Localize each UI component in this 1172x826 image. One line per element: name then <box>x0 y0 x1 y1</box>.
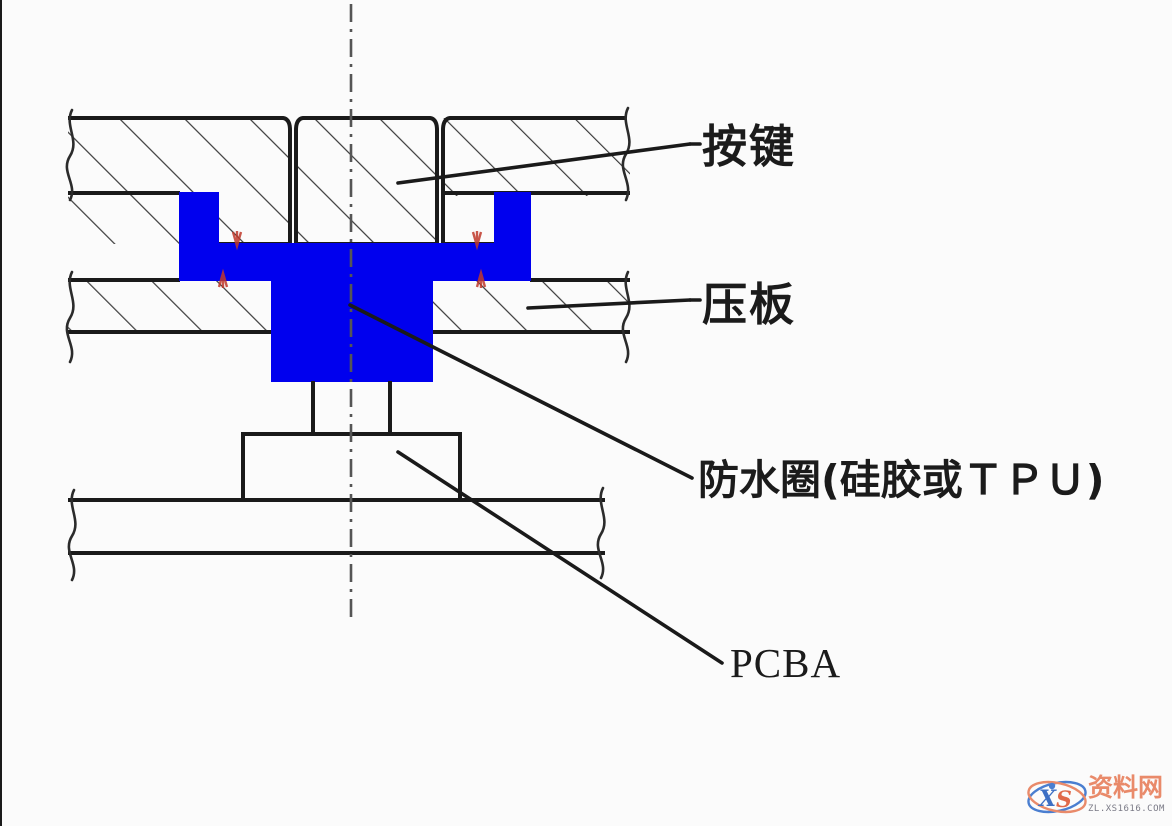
watermark-logo-icon: X S <box>1027 780 1087 814</box>
leader-pressure-plate <box>526 298 692 310</box>
watermark: X S 资料网 ZL.XS1616.COM <box>1026 774 1168 822</box>
label-waterproof-gasket: 防水圈(硅胶或ＴＰＵ) <box>698 456 1105 504</box>
page-left-border <box>0 0 2 826</box>
svg-text:X: X <box>1037 786 1057 812</box>
leader-lines <box>348 142 724 665</box>
svg-text:S: S <box>1056 787 1072 813</box>
leader-button <box>396 142 692 185</box>
label-pressure-plate: 压板 <box>702 278 797 331</box>
label-button: 按键 <box>702 120 797 173</box>
leader-gasket <box>348 303 694 480</box>
watermark-text: 资料网 <box>1088 773 1164 802</box>
part-waterproof-gasket <box>179 192 531 434</box>
part-pcba-board <box>68 498 605 555</box>
leader-pcba <box>396 450 724 665</box>
label-pcba: PCBA <box>730 640 842 686</box>
compression-markers <box>217 231 487 288</box>
watermark-url: ZL.XS1616.COM <box>1088 804 1165 814</box>
